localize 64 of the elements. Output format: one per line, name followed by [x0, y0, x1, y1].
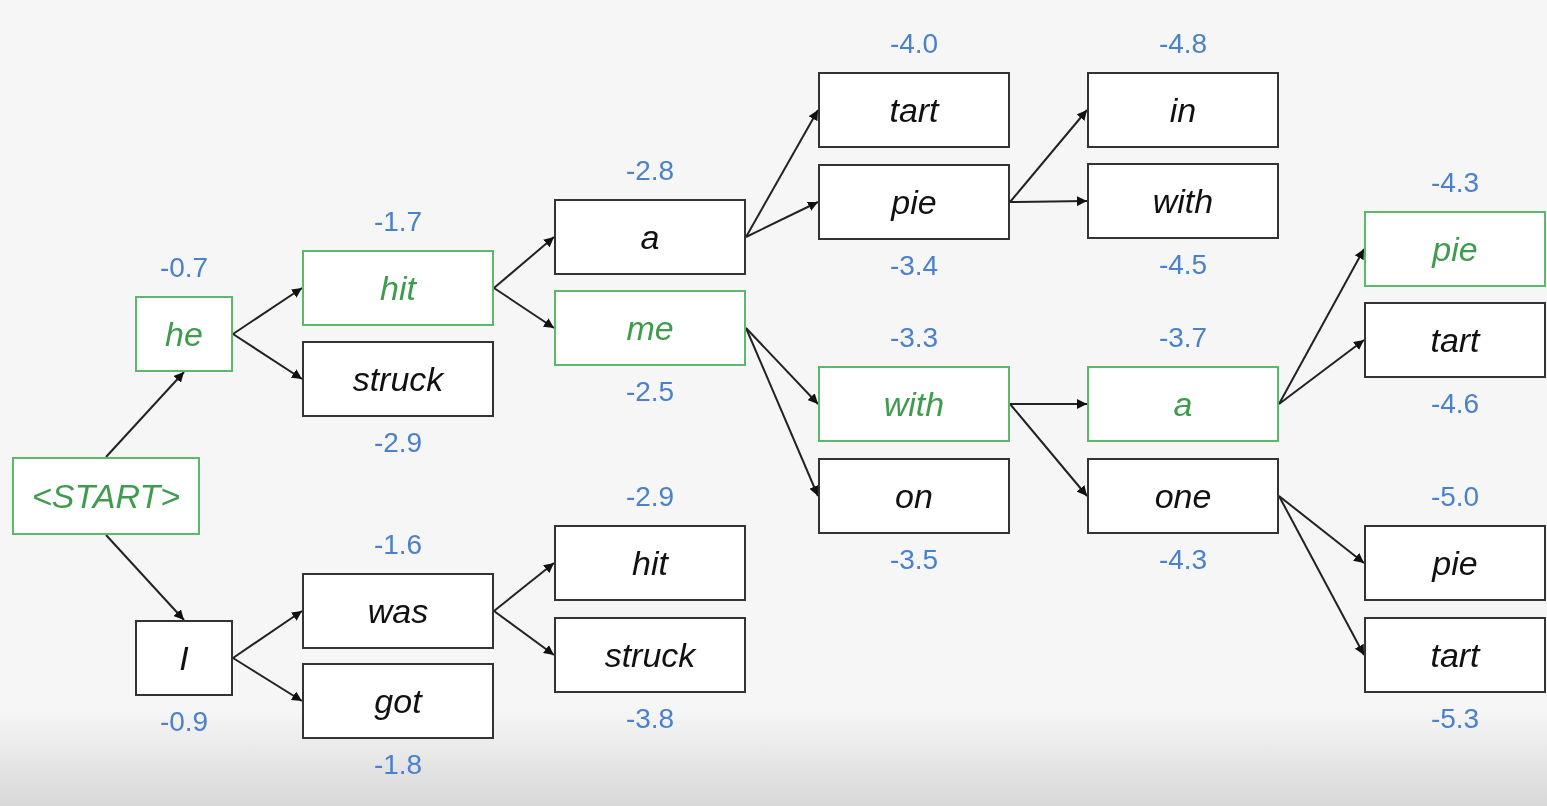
log-probability-score: -0.7: [158, 252, 210, 284]
log-probability-score: -1.6: [372, 529, 424, 561]
word-box: with: [1087, 163, 1279, 239]
arrow: [105, 371, 185, 458]
log-probability-score: -2.9: [372, 427, 424, 459]
log-probability-score: -4.3: [1157, 544, 1209, 576]
word-box: a: [554, 199, 746, 275]
word-box: pie: [818, 164, 1010, 240]
arrow: [232, 287, 303, 335]
log-probability-score: -4.3: [1429, 167, 1481, 199]
arrow: [105, 534, 185, 621]
word-box: in: [1087, 72, 1279, 148]
log-probability-score: -2.5: [624, 376, 676, 408]
best-path-word-box: <START>: [12, 457, 200, 535]
best-path-word-box: a: [1087, 366, 1279, 442]
arrow: [745, 109, 819, 238]
log-probability-score: -3.8: [624, 703, 676, 735]
arrow: [1009, 403, 1088, 497]
word-box: struck: [554, 617, 746, 693]
arrow: [493, 287, 555, 329]
word-box: pie: [1364, 525, 1546, 601]
word-box: hit: [554, 525, 746, 601]
best-path-word-box: me: [554, 290, 746, 366]
log-probability-score: -1.8: [372, 749, 424, 781]
arrow: [493, 236, 555, 289]
best-path-word-box: hit: [302, 250, 494, 326]
arrow: [1278, 495, 1365, 564]
arrow: [1009, 196, 1088, 207]
arrow: [493, 610, 555, 656]
log-probability-score: -3.3: [888, 322, 940, 354]
arrow: [745, 201, 819, 238]
best-path-word-box: he: [135, 296, 233, 372]
arrow: [1009, 399, 1088, 409]
word-box: one: [1087, 458, 1279, 534]
word-box: tart: [1364, 617, 1546, 693]
arrow: [493, 562, 555, 612]
word-box: struck: [302, 341, 494, 417]
log-probability-score: -0.9: [158, 706, 210, 738]
arrow: [1278, 339, 1365, 405]
log-probability-score: -5.3: [1429, 703, 1481, 735]
best-path-word-box: pie: [1364, 211, 1546, 287]
word-box: tart: [1364, 302, 1546, 378]
log-probability-score: -2.8: [624, 155, 676, 187]
log-probability-score: -4.8: [1157, 28, 1209, 60]
word-box: I: [135, 620, 233, 696]
word-box: got: [302, 663, 494, 739]
word-box: tart: [818, 72, 1010, 148]
arrow: [232, 657, 303, 702]
log-probability-score: -5.0: [1429, 481, 1481, 513]
log-probability-score: -4.6: [1429, 388, 1481, 420]
arrow: [745, 327, 819, 405]
log-probability-score: -3.7: [1157, 322, 1209, 354]
log-probability-score: -4.0: [888, 28, 940, 60]
log-probability-score: -2.9: [624, 481, 676, 513]
log-probability-score: -3.5: [888, 544, 940, 576]
word-box: on: [818, 458, 1010, 534]
arrow: [232, 610, 303, 659]
log-probability-score: -3.4: [888, 250, 940, 282]
arrow: [232, 333, 303, 380]
arrow: [1009, 109, 1088, 203]
word-box: was: [302, 573, 494, 649]
log-probability-score: -4.5: [1157, 249, 1209, 281]
log-probability-score: -1.7: [372, 206, 424, 238]
best-path-word-box: with: [818, 366, 1010, 442]
